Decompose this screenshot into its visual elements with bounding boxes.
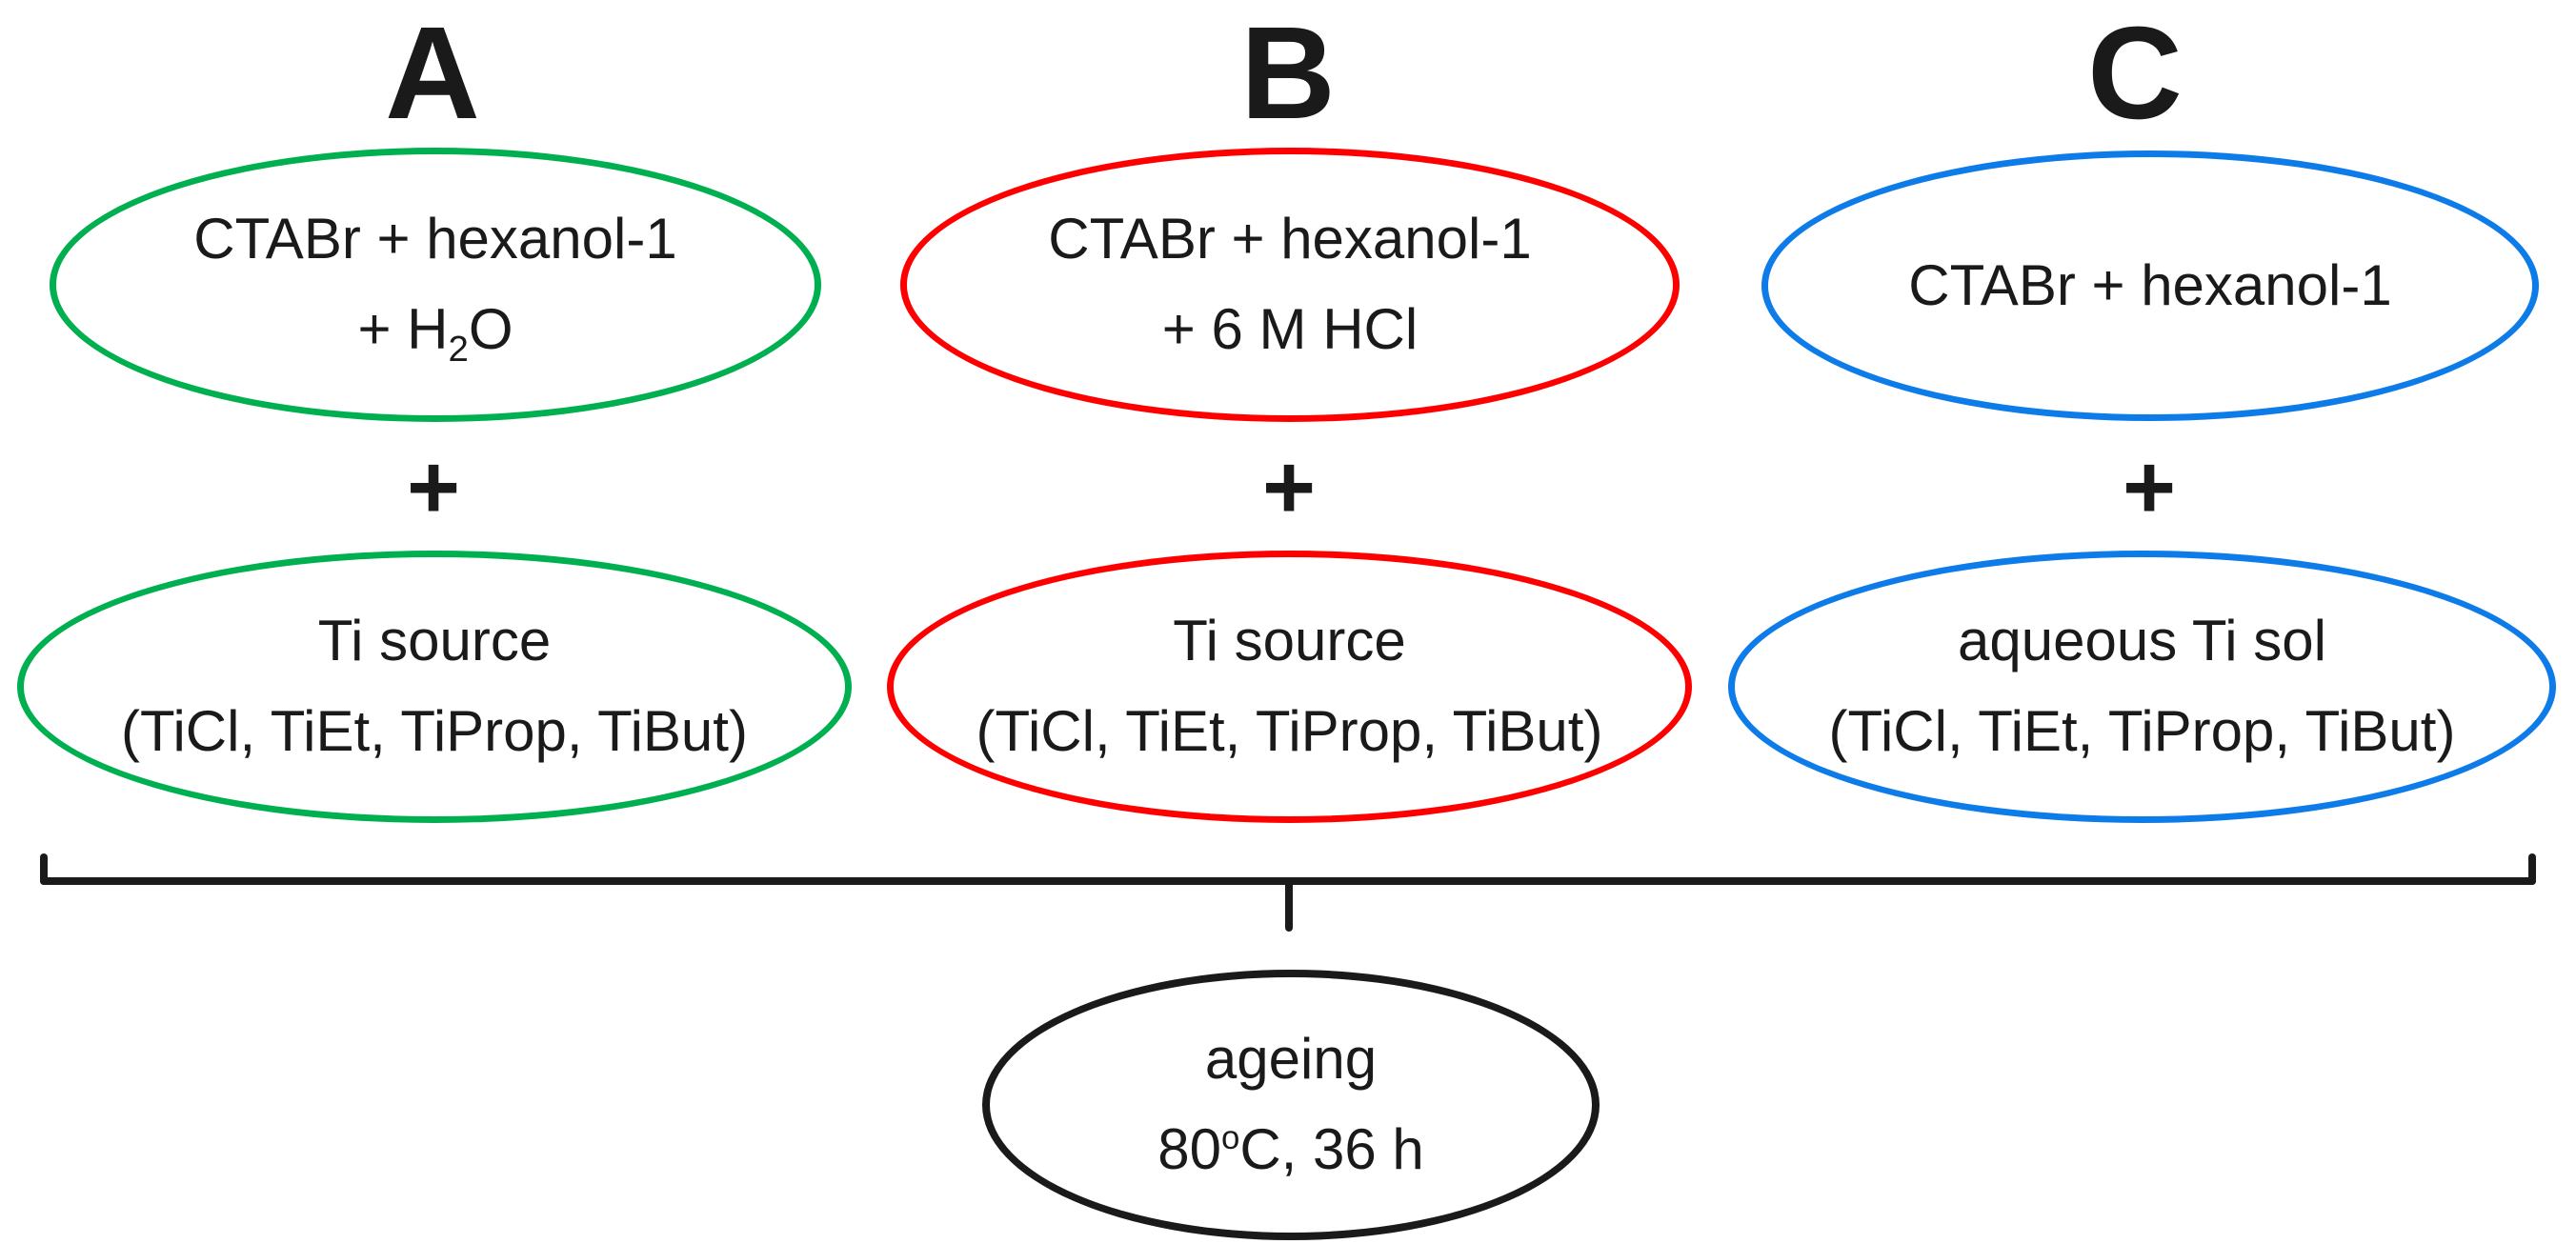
route-a-mixture-ellipse: CTABr + hexanol-1 + H2O (50, 148, 821, 422)
route-a-mixture-line2: + H2O (357, 297, 513, 370)
route-a-source-ellipse: Ti source (TiCl, TiEt, TiProp, TiBut) (17, 551, 852, 823)
route-a-label: A (385, 0, 482, 147)
route-a-plus-sign: + (406, 436, 461, 538)
merge-brace-left-tick (40, 853, 48, 885)
route-c-source-line2: (TiCl, TiEt, TiProp, TiBut) (1828, 699, 2456, 763)
degree-superscript: o (1220, 1119, 1240, 1156)
merge-brace-center-pointer (1285, 877, 1293, 932)
route-a-source-line1: Ti source (317, 609, 552, 673)
route-c-mixture-line1: CTABr + hexanol-1 (1908, 252, 2392, 317)
route-b-label: B (1240, 0, 1338, 147)
route-c-source-line1: aqueous Ti sol (1958, 609, 2326, 673)
route-b-source-ellipse: Ti source (TiCl, TiEt, TiProp, TiBut) (887, 551, 1692, 823)
ageing-line1: ageing (1204, 1027, 1378, 1092)
route-a-mixture-line1: CTABr + hexanol-1 (193, 207, 677, 271)
route-c-mixture-ellipse: CTABr + hexanol-1 (1761, 150, 2539, 421)
ageing-line2: 80oC, 36 h (1157, 1117, 1424, 1181)
route-b-plus-sign: + (1261, 436, 1317, 538)
route-a-source-line2: (TiCl, TiEt, TiProp, TiBut) (121, 699, 748, 763)
route-b-mixture-line1: CTABr + hexanol-1 (1048, 207, 1532, 271)
route-c-source-ellipse: aqueous Ti sol (TiCl, TiEt, TiProp, TiBu… (1728, 551, 2556, 823)
route-b-source-line2: (TiCl, TiEt, TiProp, TiBut) (976, 699, 1603, 763)
merge-brace-right-tick (2528, 853, 2536, 885)
route-b-mixture-ellipse: CTABr + hexanol-1 + 6 M HCl (900, 148, 1680, 422)
route-c-label: C (2087, 0, 2184, 147)
route-c-plus-sign: + (2122, 436, 2177, 538)
subscript: 2 (448, 329, 469, 370)
ageing-step-ellipse: ageing 80oC, 36 h (982, 970, 1600, 1240)
route-b-source-line1: Ti source (1173, 609, 1406, 673)
route-b-mixture-line2: + 6 M HCl (1161, 297, 1419, 361)
